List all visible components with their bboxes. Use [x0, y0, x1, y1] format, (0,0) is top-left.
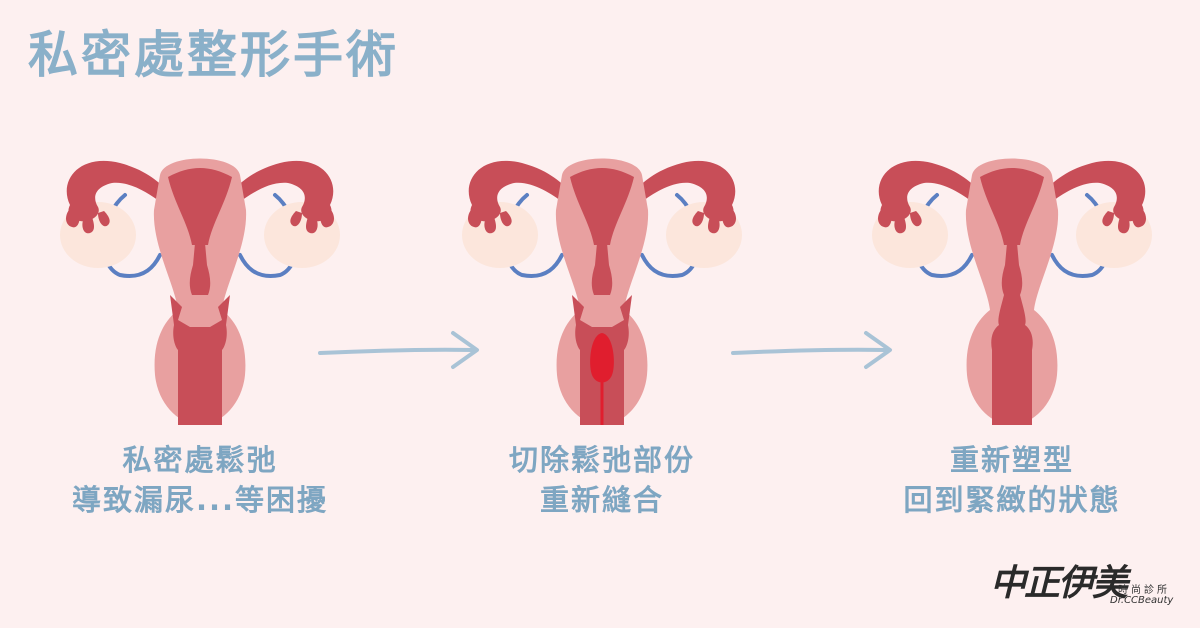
- incision-area: [590, 333, 614, 383]
- uterus-tight-illustration: [870, 156, 1154, 425]
- clinic-logo: 中正伊美 時尚診所 Dr.CCBeauty: [990, 563, 1185, 618]
- page-title: 私密處整形手術: [28, 26, 399, 84]
- arrow-right-icon: [731, 331, 892, 369]
- uterus-loose-illustration: [58, 156, 342, 425]
- logo-name: 中正伊美: [990, 562, 1128, 604]
- uterus-excision-illustration: [460, 156, 744, 425]
- caption-step-1: 私密處鬆弛 導致漏尿...等困擾: [71, 443, 329, 517]
- arrow-1: [315, 325, 490, 375]
- logo-english: Dr.CCBeauty: [1110, 595, 1174, 606]
- caption-step-3: 重新塑型 回到緊緻的狀態: [903, 443, 1121, 517]
- caption-step-2: 切除鬆弛部份 重新縫合: [508, 443, 695, 517]
- diagram-stage-loose: [50, 135, 350, 425]
- arrow-right-icon: [318, 331, 479, 369]
- arrow-2: [728, 325, 903, 375]
- diagram-stage-tight: [862, 135, 1162, 425]
- diagram-stage-excision: [452, 135, 752, 425]
- logo-subtitle: 時尚診所: [1118, 585, 1170, 596]
